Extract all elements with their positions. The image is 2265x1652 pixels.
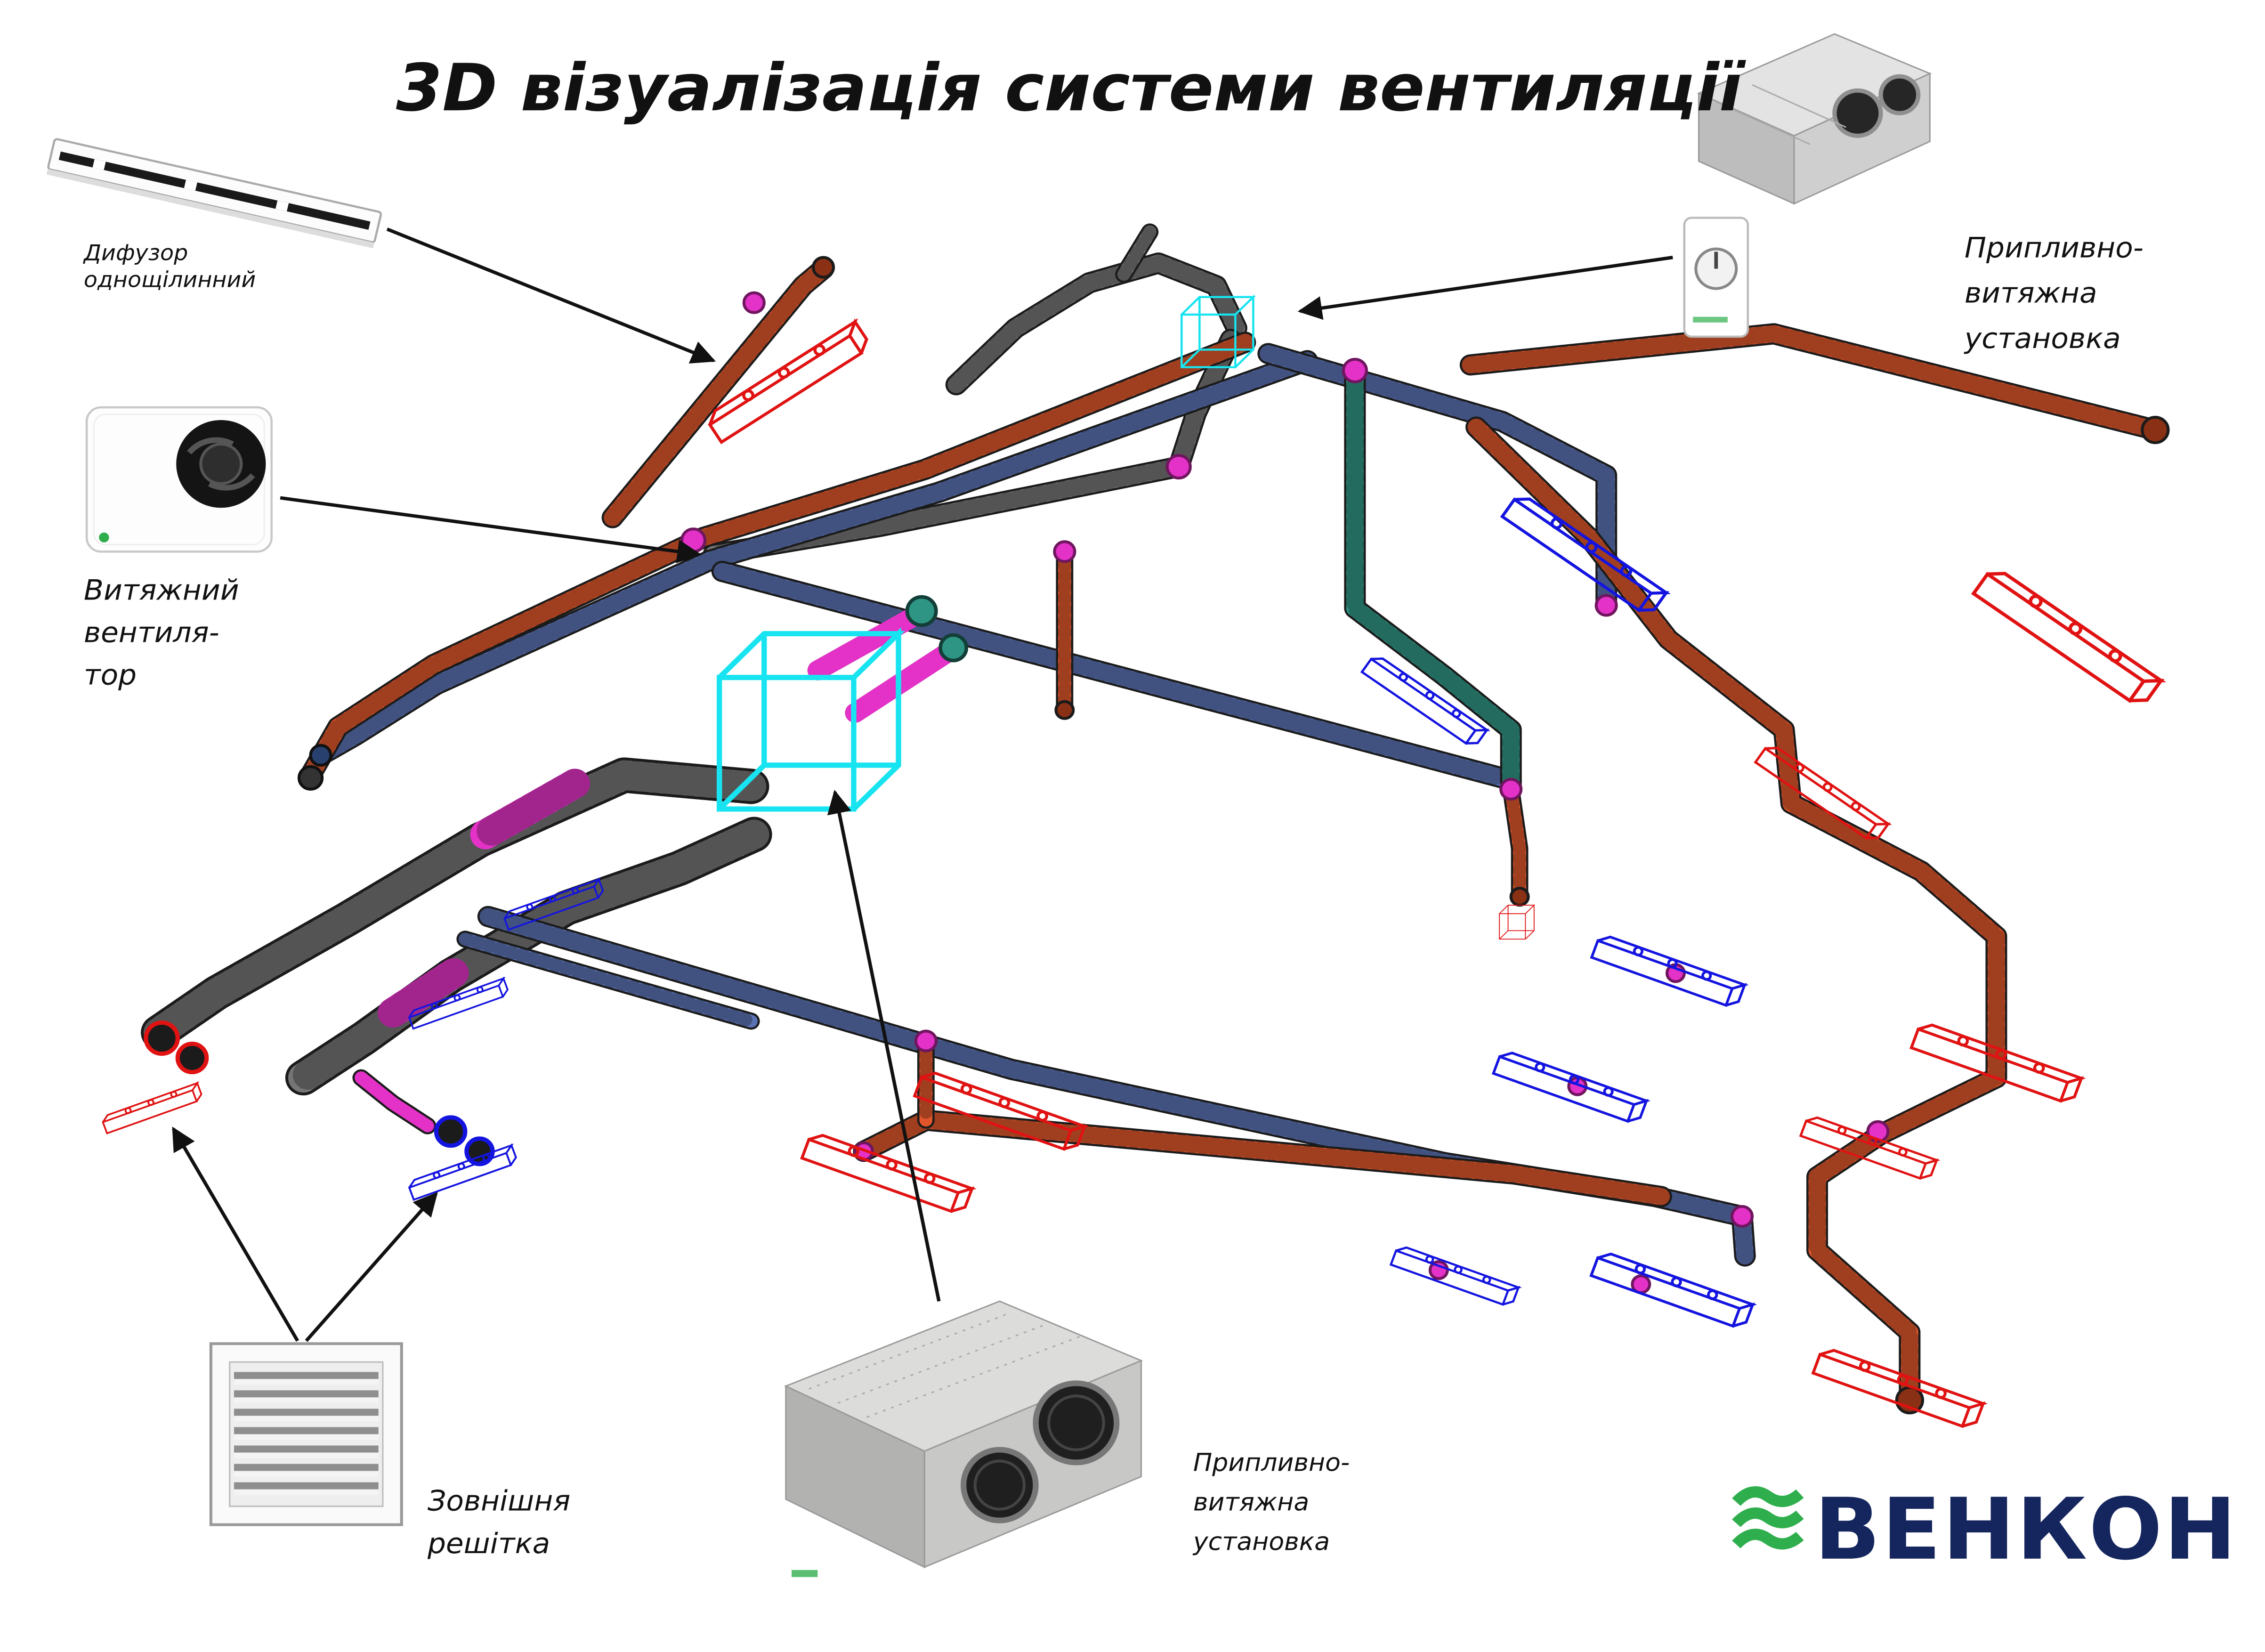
slot-diffuser-photo <box>46 138 382 249</box>
label-line: Зовнішня <box>428 1485 570 1517</box>
label-line: однощілинний <box>84 267 256 292</box>
label-exhaust-fan: Витяжний вентиля- тор <box>84 574 239 691</box>
label-line: витяжна <box>1193 1488 1309 1516</box>
supply-duct-upper-left <box>613 269 824 518</box>
return-diffuser-outline <box>1391 1245 1519 1307</box>
label-line: витяжна <box>1965 277 2097 309</box>
arrow-diffuser <box>386 227 716 364</box>
label-grille: Зовнішня решітка <box>427 1485 570 1560</box>
arrow-ahu-top <box>1297 256 1673 320</box>
callout-arrows <box>171 227 1673 1342</box>
label-diffuser: Дифузор однощілинний <box>83 240 256 292</box>
label-ahu-bottom: Припливно- витяжна установка <box>1192 1448 1350 1556</box>
pipe-network <box>146 232 2170 1415</box>
supply-grille-outline <box>100 1082 204 1134</box>
wall-controller <box>1683 217 1749 338</box>
arrow-fan <box>280 496 702 564</box>
label-line: Припливно- <box>1193 1448 1350 1477</box>
duct-fittings <box>361 291 1890 1295</box>
label-line: решітка <box>427 1527 550 1560</box>
duct-port-icon <box>1832 88 1883 138</box>
arrow-grille-2 <box>305 1192 438 1342</box>
arrow-grille-1 <box>171 1126 299 1342</box>
return-duct-bottom <box>465 916 1745 1256</box>
supply-diffuser-outline <box>1974 566 2161 708</box>
brand-logo: ВЕНКОН <box>1732 1480 2238 1579</box>
louver-slats-icon <box>234 1372 379 1495</box>
label-line: Витяжний <box>84 574 239 607</box>
selection-cube-large <box>720 634 898 809</box>
hru-unit-photo <box>1683 33 1932 338</box>
logo-text: ВЕНКОН <box>1814 1480 2238 1579</box>
logo-mark-icon <box>1732 1486 1804 1550</box>
duct-port-icon <box>1878 74 1921 115</box>
label-line: тор <box>84 659 137 691</box>
label-line: вентиля- <box>84 616 219 649</box>
exhaust-fan-photo <box>85 406 273 553</box>
return-diffuser-outline <box>1591 1250 1753 1330</box>
external-grille-photo <box>209 1342 403 1526</box>
supply-cone-outline <box>1499 905 1535 940</box>
label-line: установка <box>1964 322 2121 355</box>
label-ahu-top: Припливно- витяжна установка <box>1964 232 2144 355</box>
label-line: Дифузор <box>83 240 188 266</box>
arrow-ahu-bottom <box>827 789 941 1302</box>
supply-diffuser-outline <box>1813 1346 1983 1430</box>
ahu-unit-photo <box>784 1300 1143 1577</box>
page-title: 3D візуалізація системи вентиляції <box>396 50 1746 126</box>
label-line: установка <box>1192 1527 1330 1556</box>
label-line: Припливно- <box>1965 232 2144 264</box>
return-grille-outline <box>406 1144 519 1201</box>
